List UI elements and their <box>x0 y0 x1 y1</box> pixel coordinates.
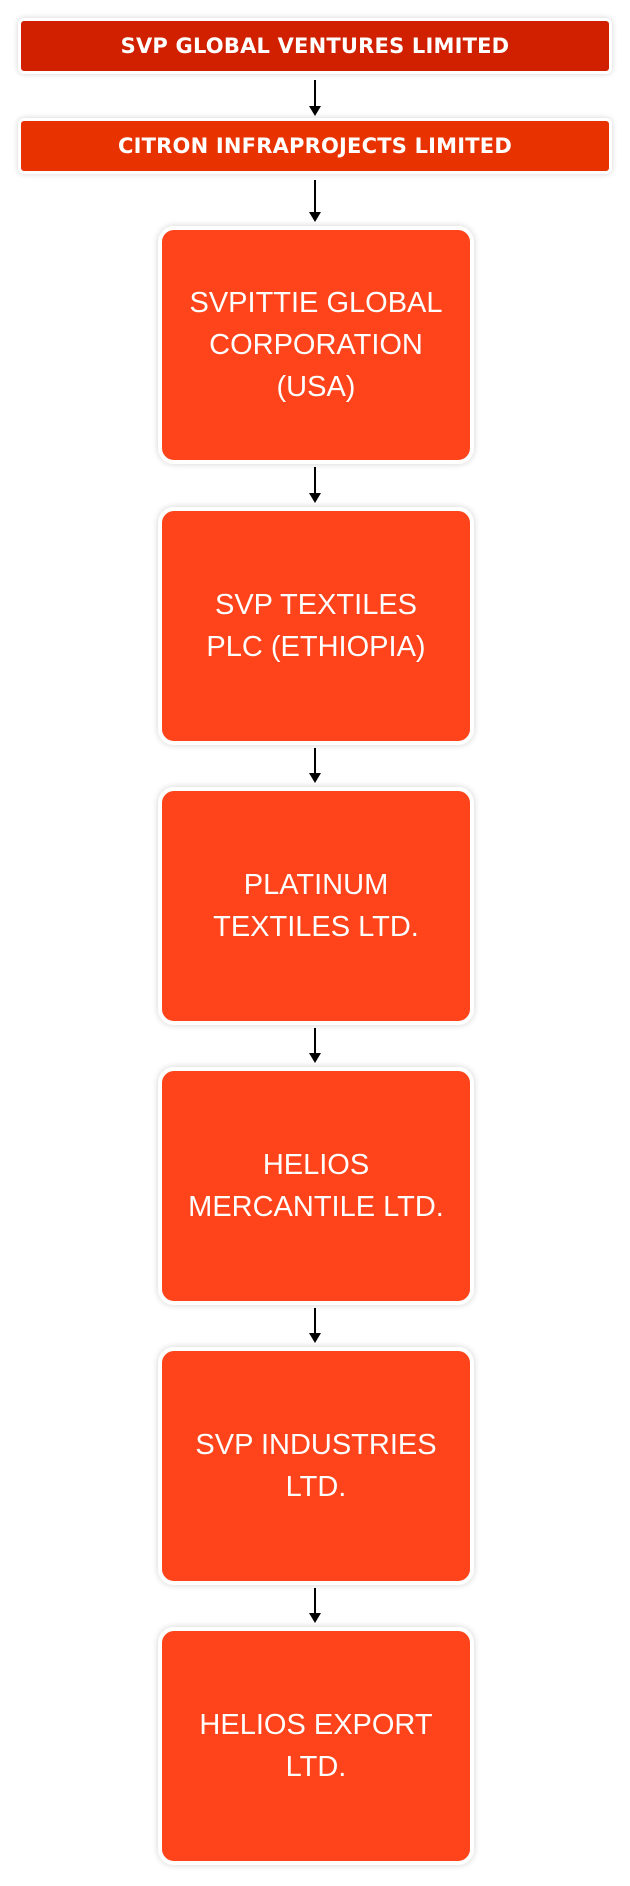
arrow-box3-to-box4 <box>309 1028 321 1063</box>
arrow-banner2-to-box1 <box>309 180 321 222</box>
entity-label: SVP INDUSTRIES LTD. <box>195 1429 437 1503</box>
entity-box-platinum-textiles: PLATINUM TEXTILES LTD. <box>158 787 474 1025</box>
arrow-box1-to-box2 <box>309 467 321 503</box>
entity-box-svp-textiles-plc: SVP TEXTILES PLC (ETHIOPIA) <box>158 507 474 745</box>
banner-label: CITRON INFRAPROJECTS LIMITED <box>118 134 512 158</box>
banner-svp-global-ventures: SVP GLOBAL VENTURES LIMITED <box>18 18 612 74</box>
entity-label: HELIOS MERCANTILE LTD. <box>188 1149 444 1223</box>
arrow-box5-to-box6 <box>309 1588 321 1623</box>
entity-label: HELIOS EXPORT LTD. <box>199 1709 433 1783</box>
banner-label: SVP GLOBAL VENTURES LIMITED <box>120 34 510 58</box>
entity-box-helios-export: HELIOS EXPORT LTD. <box>158 1627 474 1865</box>
entity-box-svpittie-global: SVPITTIE GLOBAL CORPORATION (USA) <box>158 226 474 464</box>
arrow-banner1-to-banner2 <box>309 80 321 116</box>
entity-label: PLATINUM TEXTILES LTD. <box>213 869 419 943</box>
entity-box-svp-industries: SVP INDUSTRIES LTD. <box>158 1347 474 1585</box>
entity-label: SVPITTIE GLOBAL CORPORATION (USA) <box>189 287 443 403</box>
arrow-box4-to-box5 <box>309 1308 321 1343</box>
banner-citron-infraprojects: CITRON INFRAPROJECTS LIMITED <box>18 118 612 174</box>
entity-label: SVP TEXTILES PLC (ETHIOPIA) <box>206 589 426 663</box>
arrow-box2-to-box3 <box>309 748 321 783</box>
entity-box-helios-mercantile: HELIOS MERCANTILE LTD. <box>158 1067 474 1305</box>
